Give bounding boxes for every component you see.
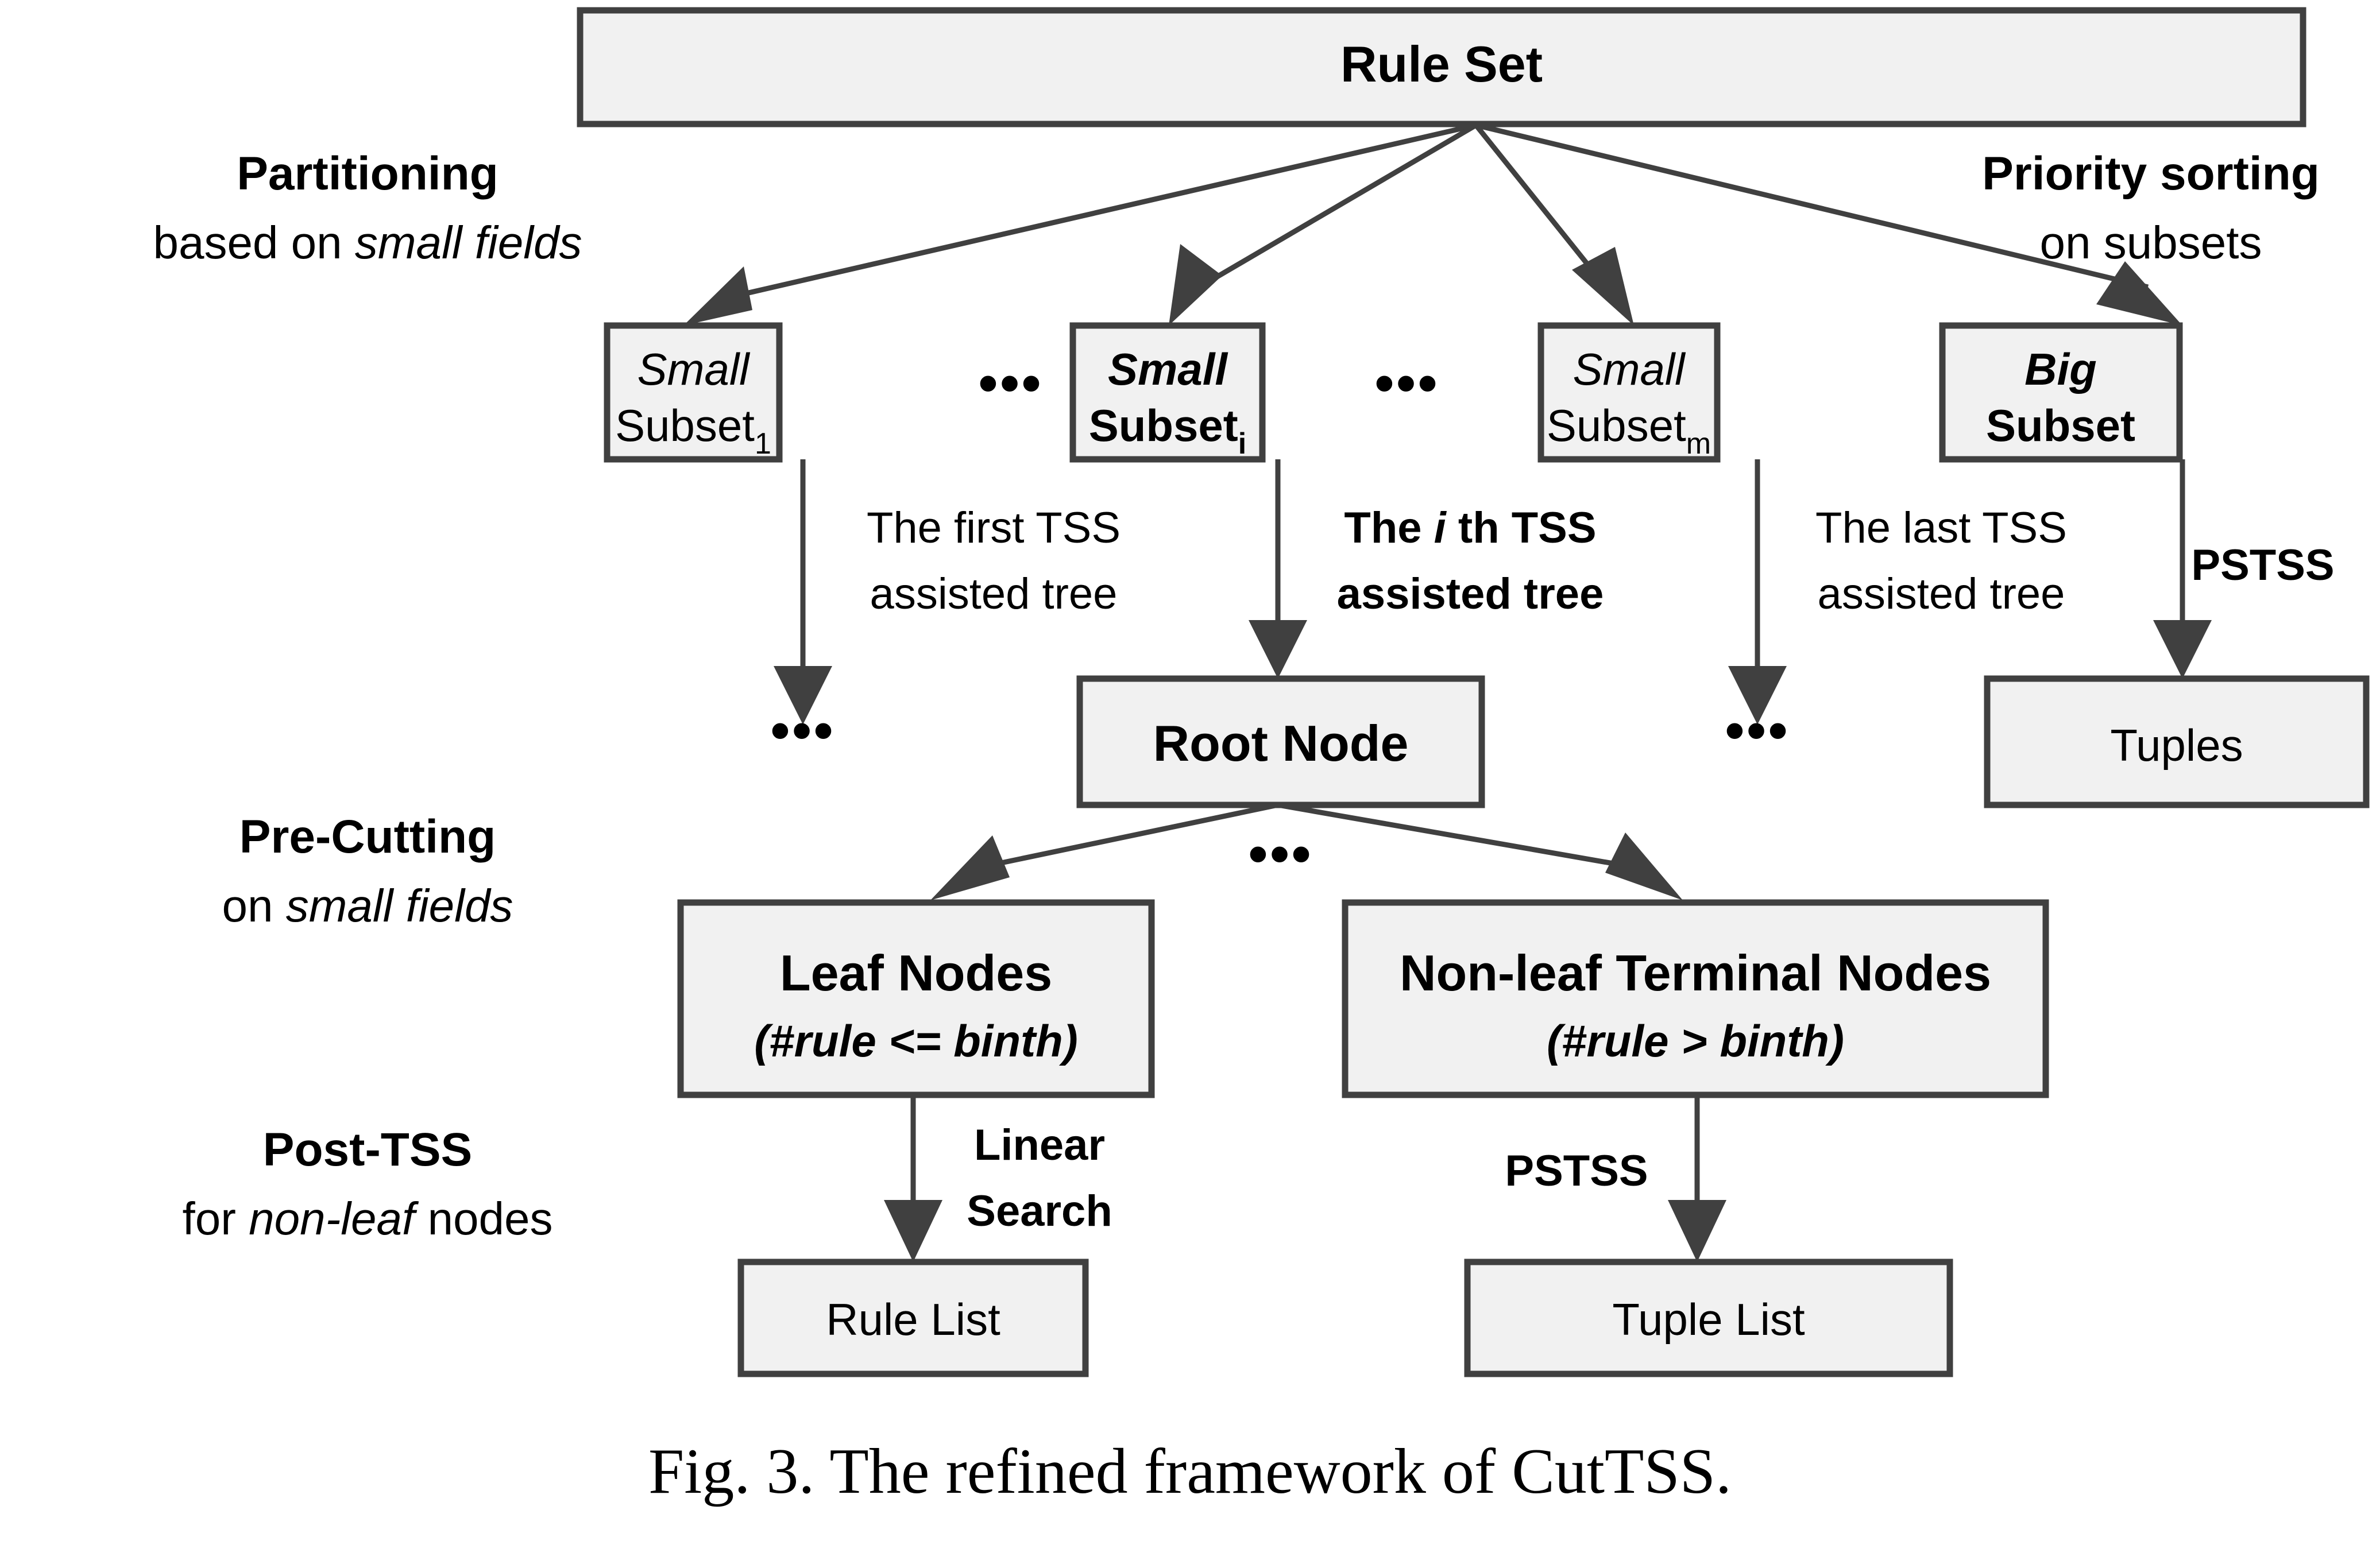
ellipsis-under-root-node: ••• xyxy=(1249,823,1313,885)
edge-ruleset-to-subsetm xyxy=(1474,123,1634,326)
first-tss-line2: assisted tree xyxy=(870,570,1118,618)
priority-heading: Priority sorting xyxy=(1982,148,2320,200)
node-tuples[interactable]: Tuples xyxy=(1984,675,2370,808)
node-big-subset[interactable]: Big Subset xyxy=(1939,322,2183,463)
posttss-sub: for non-leaf nodes xyxy=(183,1193,553,1244)
edge-subseti-to-rootnode xyxy=(1249,459,1307,679)
ellipsis-between-subset1-subseti: ••• xyxy=(979,353,1044,414)
nonleaf-nodes-line2: (#rule > binth) xyxy=(1547,1016,1844,1066)
side-label-precutting: Pre-Cutting on small fields xyxy=(222,811,513,931)
priority-sub: on subsets xyxy=(2040,217,2262,268)
node-leaf-nodes[interactable]: Leaf Nodes (#rule <= binth) xyxy=(677,899,1155,1098)
edge-leafnodes-to-rulelist xyxy=(884,1097,942,1262)
rule-list-label: Rule List xyxy=(826,1294,1000,1345)
edge-nonleafnodes-to-tuplelist xyxy=(1668,1097,1726,1262)
partitioning-sub: based on small fields xyxy=(153,217,582,268)
edge-label-pstss-bottom: PSTSS xyxy=(1505,1147,1648,1195)
edge-label-pstss-top: PSTSS xyxy=(2191,541,2334,590)
edge-label-first-tss: The first TSS assisted tree xyxy=(867,504,1121,618)
node-small-subset-m[interactable]: Small Subsetm xyxy=(1537,322,1721,463)
figure-caption: Fig. 3. The refined framework of CutTSS. xyxy=(648,1436,1732,1507)
small-subset-1-line1: Small xyxy=(637,344,751,394)
ith-tss-line1: The i th TSS xyxy=(1344,504,1596,552)
last-tss-line2: assisted tree xyxy=(1818,570,2065,618)
small-subset-1-line2: Subset1 xyxy=(615,400,771,460)
edge-rootnode-to-leafnodes xyxy=(930,802,1278,900)
posttss-heading: Post-TSS xyxy=(263,1124,472,1176)
edge-bigsubset-to-tuples xyxy=(2153,459,2212,679)
tuple-list-label: Tuple List xyxy=(1612,1294,1805,1345)
node-root-node[interactable]: Root Node xyxy=(1076,675,1485,808)
leaf-nodes-line2: (#rule <= binth) xyxy=(754,1016,1077,1066)
edge-ruleset-to-subseti xyxy=(1169,123,1478,326)
tuples-label: Tuples xyxy=(2110,720,2243,771)
root-node-label: Root Node xyxy=(1153,715,1409,772)
big-subset-line2: Subset xyxy=(1986,400,2135,451)
first-tss-line1: The first TSS xyxy=(867,504,1121,552)
small-subset-m-line2: Subsetm xyxy=(1547,400,1711,460)
ellipsis-under-first-tss: ••• xyxy=(771,700,836,761)
rule-set-label: Rule Set xyxy=(1340,36,1543,92)
ith-tss-line2: assisted tree xyxy=(1337,570,1604,618)
ellipsis-under-last-tss: ••• xyxy=(1725,700,1790,761)
linear-search-line2: Search xyxy=(967,1187,1112,1236)
edge-subsetm-to-ellipsis xyxy=(1728,459,1787,725)
node-nonleaf-terminal-nodes[interactable]: Non-leaf Terminal Nodes (#rule > binth) xyxy=(1342,899,2049,1098)
small-subset-i-line2: Subseti xyxy=(1089,400,1247,460)
ellipsis-between-subseti-subsetm: ••• xyxy=(1375,353,1440,414)
side-label-partitioning: Partitioning based on small fields xyxy=(153,148,582,268)
edge-rootnode-to-nonleafnodes xyxy=(1277,802,1683,900)
node-small-subset-i[interactable]: Small Subseti xyxy=(1069,322,1266,463)
precutting-heading: Pre-Cutting xyxy=(239,811,496,863)
last-tss-line1: The last TSS xyxy=(1815,504,2067,552)
node-tuple-list[interactable]: Tuple List xyxy=(1464,1259,1953,1377)
small-subset-i-line1: Small xyxy=(1108,344,1228,394)
edge-ruleset-to-subset1 xyxy=(683,122,1477,326)
big-subset-line1: Big xyxy=(2024,344,2097,394)
side-label-priority-sorting: Priority sorting on subsets xyxy=(1982,148,2320,268)
nonleaf-nodes-line1: Non-leaf Terminal Nodes xyxy=(1400,944,1991,1001)
partitioning-heading: Partitioning xyxy=(237,148,499,200)
node-rule-set[interactable]: Rule Set xyxy=(577,7,2306,127)
linear-search-line1: Linear xyxy=(974,1121,1105,1170)
edge-label-linear-search: Linear Search xyxy=(967,1121,1112,1236)
leaf-nodes-line1: Leaf Nodes xyxy=(780,944,1052,1001)
node-rule-list[interactable]: Rule List xyxy=(737,1259,1089,1377)
edge-subset1-to-ellipsis xyxy=(774,459,832,725)
side-label-posttss: Post-TSS for non-leaf nodes xyxy=(183,1124,553,1244)
precutting-sub: on small fields xyxy=(222,880,513,931)
edge-label-ith-tss: The i th TSS assisted tree xyxy=(1337,504,1604,618)
edge-ruleset-to-bigsubset xyxy=(1475,122,2182,326)
node-small-subset-1[interactable]: Small Subset1 xyxy=(604,322,783,463)
edge-label-last-tss: The last TSS assisted tree xyxy=(1815,504,2067,618)
small-subset-m-line1: Small xyxy=(1572,344,1686,394)
